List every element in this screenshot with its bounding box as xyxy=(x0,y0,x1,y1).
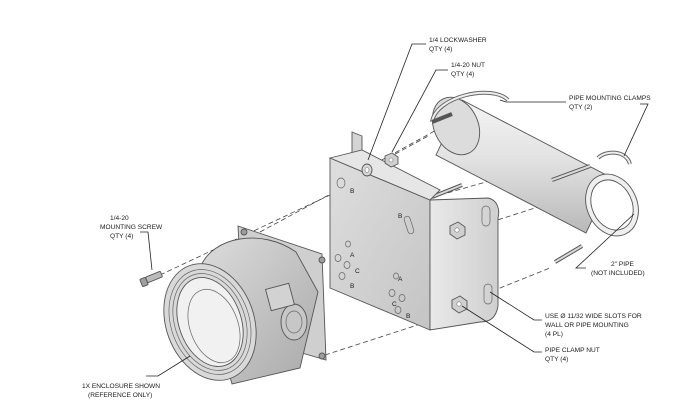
hole-label-b-upper: B xyxy=(398,213,403,220)
callout-slots-line3: (4 PL) xyxy=(545,331,563,338)
leader-lines xyxy=(140,43,649,377)
callout-pipe-line1: 2" PIPE xyxy=(611,261,634,268)
mounting-screw xyxy=(139,271,163,287)
hole-label-b-top: B xyxy=(350,188,355,195)
mounting-bracket xyxy=(328,131,500,331)
hole-label-b-low: B xyxy=(406,313,411,320)
callout-clampnut-line2: QTY (4) xyxy=(545,356,568,363)
callout-nut-line1: 1/4-20 NUT xyxy=(451,62,485,69)
callout-screw-line1: 1/4-20 xyxy=(110,215,129,222)
hole-label-a-mid: A xyxy=(350,252,355,259)
callout-screw-line2: MOUNTING SCREW xyxy=(100,224,163,231)
hardware xyxy=(361,152,468,314)
hole-label-a-low: A xyxy=(398,276,403,283)
callout-slots-line2: WALL OR PIPE MOUNTING xyxy=(545,322,629,329)
callout-nut-line2: QTY (4) xyxy=(451,71,474,78)
callouts: 1/4 LOCKWASHER QTY (4) 1/4-20 NUT QTY (4… xyxy=(82,37,651,399)
callout-clamps-line1: PIPE MOUNTING CLAMPS xyxy=(569,95,651,102)
callout-pipe-line2: (NOT INCLUDED) xyxy=(591,270,645,277)
callout-lockwasher-line2: QTY (4) xyxy=(429,46,452,53)
enclosure xyxy=(163,225,327,385)
hole-label-c-low: C xyxy=(392,301,397,308)
hole-labels: B B A C B A C B xyxy=(350,188,411,320)
callout-enclosure-line2: (REFERENCE ONLY) xyxy=(88,392,152,399)
callout-screw-line3: QTY (4) xyxy=(110,233,133,240)
pipe-clamps xyxy=(430,90,632,264)
callout-clampnut-line1: PIPE CLAMP NUT xyxy=(545,347,600,354)
pipe xyxy=(431,96,639,237)
hole-label-c-mid: C xyxy=(355,268,360,275)
hole-label-b-mid: B xyxy=(350,283,355,290)
callout-slots-line1: USE Ø 11/32 WIDE SLOTS FOR xyxy=(545,313,642,320)
callout-clamps-line2: QTY (2) xyxy=(569,104,592,111)
callout-enclosure-line1: 1X ENCLOSURE SHOWN xyxy=(82,383,160,390)
callout-lockwasher-line1: 1/4 LOCKWASHER xyxy=(429,37,487,44)
